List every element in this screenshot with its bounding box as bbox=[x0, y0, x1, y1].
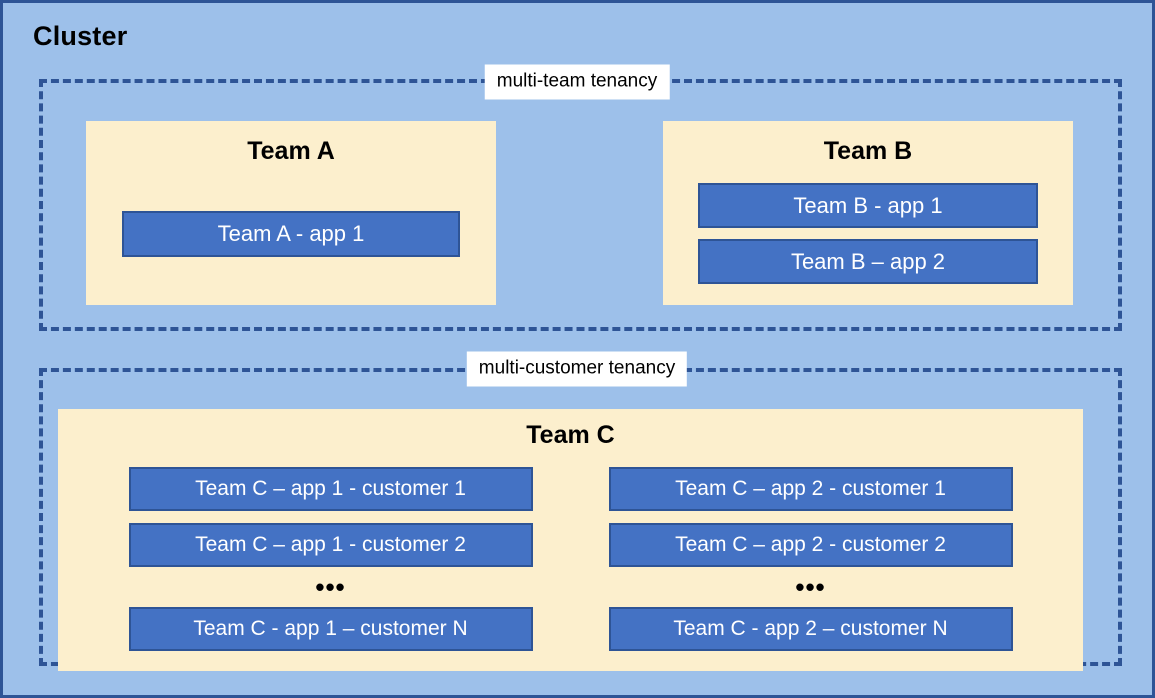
team-panel-team-b: Team B Team B - app 1 Team B – app 2 bbox=[663, 121, 1073, 305]
team-panel-team-a: Team A Team A - app 1 bbox=[86, 121, 496, 305]
team-panel-team-c: Team C Team C – app 1 - customer 1 Team … bbox=[58, 409, 1083, 671]
app-list-team-b: Team B - app 1 Team B – app 2 bbox=[698, 183, 1038, 284]
app-column-team-c-app-1: Team C – app 1 - customer 1 Team C – app… bbox=[128, 467, 533, 651]
team-title-team-c: Team C bbox=[526, 421, 615, 449]
ellipsis-team-c-app-2: ••• bbox=[795, 571, 826, 602]
app-box-team-c-app-1-customer-2[interactable]: Team C – app 1 - customer 2 bbox=[128, 523, 533, 567]
app-list-team-a: Team A - app 1 bbox=[122, 211, 460, 257]
app-box-team-c-app-1-customer-1[interactable]: Team C – app 1 - customer 1 bbox=[128, 467, 533, 511]
app-column-team-c-app-2: Team C – app 2 - customer 1 Team C – app… bbox=[608, 467, 1013, 651]
app-box-team-c-app-1-customer-n[interactable]: Team C - app 1 – customer N bbox=[128, 607, 533, 651]
app-box-team-c-app-2-customer-2[interactable]: Team C – app 2 - customer 2 bbox=[608, 523, 1013, 567]
app-box-team-a-app-1[interactable]: Team A - app 1 bbox=[122, 211, 460, 257]
app-box-team-b-app-2[interactable]: Team B – app 2 bbox=[698, 239, 1038, 284]
team-c-app-columns: Team C – app 1 - customer 1 Team C – app… bbox=[58, 467, 1083, 651]
team-title-team-a: Team A bbox=[247, 137, 335, 165]
app-box-team-c-app-2-customer-n[interactable]: Team C - app 2 – customer N bbox=[608, 607, 1013, 651]
zone-label-multi-customer-tenancy: multi-customer tenancy bbox=[466, 351, 688, 387]
app-box-team-c-app-2-customer-1[interactable]: Team C – app 2 - customer 1 bbox=[608, 467, 1013, 511]
zone-label-multi-team-tenancy: multi-team tenancy bbox=[484, 64, 670, 100]
cluster-title: Cluster bbox=[33, 21, 128, 51]
team-title-team-b: Team B bbox=[823, 137, 913, 165]
ellipsis-team-c-app-1: ••• bbox=[315, 571, 346, 602]
app-box-team-b-app-1[interactable]: Team B - app 1 bbox=[698, 183, 1038, 228]
